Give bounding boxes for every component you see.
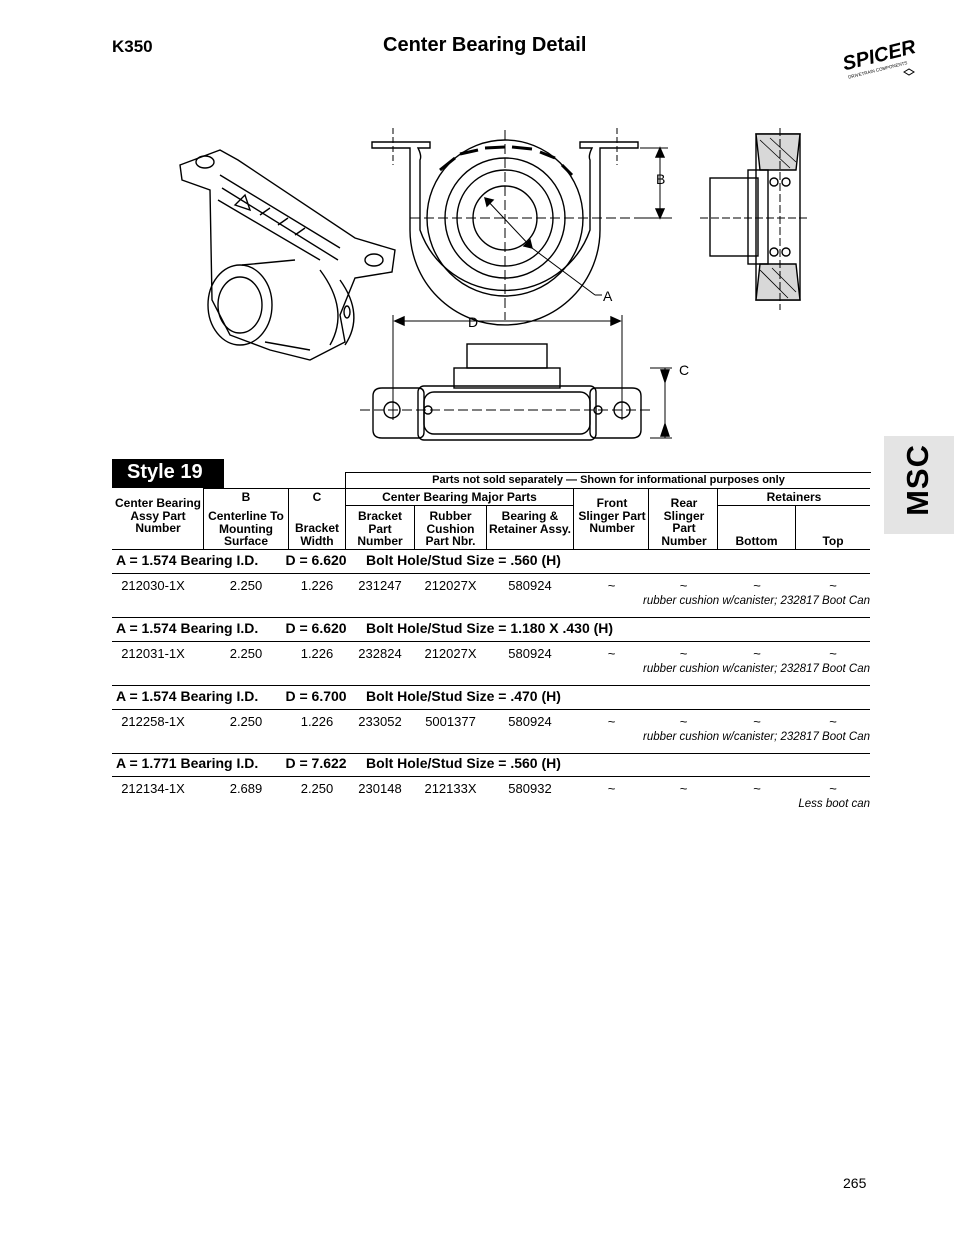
cell-bottom: ~ <box>753 714 761 729</box>
cell-bearing: 580932 <box>508 781 552 796</box>
cell-rear-slinger: ~ <box>679 714 688 729</box>
section-tab-label: MSC <box>900 444 935 516</box>
col-front-slinger: Front Slinger Part Number <box>578 496 646 535</box>
cell-bottom: ~ <box>753 781 761 796</box>
cell-bearing: 580924 <box>508 578 552 593</box>
top-view <box>360 315 672 441</box>
table-group: A = 1.574 Bearing I.D. D = 6.700 Bolt Ho… <box>112 688 870 756</box>
cell-cushion: 212027X <box>424 578 477 593</box>
col-top: Top <box>822 534 844 548</box>
cell-assy: 212030-1X <box>121 578 185 593</box>
row-note: Less boot can <box>798 798 870 810</box>
col-c-desc: Bracket Width <box>294 521 340 548</box>
center-bearing-drawing: B A D C <box>179 128 810 441</box>
dimension-c-label: C <box>679 362 689 378</box>
front-view <box>371 128 675 326</box>
dimension-a-label: A <box>603 288 613 304</box>
cell-top: ~ <box>829 781 837 796</box>
col-cushion: Rubber Cushion Part Nbr. <box>425 509 476 548</box>
cell-bracket: 232824 <box>358 646 402 661</box>
dimension-d-label: D <box>468 314 478 330</box>
col-c-letter: C <box>312 490 322 504</box>
col-bottom: Bottom <box>735 534 778 548</box>
cell-c: 2.250 <box>300 781 334 796</box>
cell-b: 2.250 <box>229 714 263 729</box>
cell-c: 1.226 <box>300 646 334 661</box>
cell-assy: 212258-1X <box>121 714 185 729</box>
cell-cushion: 5001377 <box>425 714 476 729</box>
cell-assy: 212031-1X <box>121 646 185 661</box>
cell-front-slinger: ~ <box>607 781 616 796</box>
side-view <box>700 128 810 310</box>
col-rear-slinger: Rear Slinger Part Number <box>661 496 707 548</box>
cell-front-slinger: ~ <box>607 578 616 593</box>
cell-rear-slinger: ~ <box>679 578 688 593</box>
cell-bottom: ~ <box>753 578 761 593</box>
cell-front-slinger: ~ <box>607 646 616 661</box>
row-note: rubber cushion w/canister; 232817 Boot C… <box>643 663 870 675</box>
row-note: rubber cushion w/canister; 232817 Boot C… <box>643 731 870 743</box>
group-heading: A = 1.771 Bearing I.D. D = 7.622 Bolt Ho… <box>116 755 561 771</box>
cell-top: ~ <box>829 578 837 593</box>
page-number: 265 <box>843 1175 867 1191</box>
cell-top: ~ <box>829 646 837 661</box>
table-group: A = 1.574 Bearing I.D. D = 6.620 Bolt Ho… <box>112 552 870 620</box>
cell-assy: 212134-1X <box>121 781 185 796</box>
table-group: A = 1.574 Bearing I.D. D = 6.620 Bolt Ho… <box>112 620 870 688</box>
group-heading: A = 1.574 Bearing I.D. D = 6.620 Bolt Ho… <box>116 552 561 568</box>
cell-bracket: 231247 <box>358 578 402 593</box>
cell-cushion: 212027X <box>424 646 477 661</box>
col-assy: Center Bearing Assy Part Number <box>114 496 202 535</box>
section-tab: MSC <box>884 436 954 534</box>
cell-bearing: 580924 <box>508 714 552 729</box>
catalog-code: K350 <box>112 37 153 56</box>
col-bearing: Bearing & Retainer Assy. <box>488 509 572 536</box>
style-badge: Style 19 <box>112 459 224 488</box>
col-b-letter: B <box>241 490 251 504</box>
cell-c: 1.226 <box>300 714 334 729</box>
page-title: Center Bearing Detail <box>383 34 587 56</box>
cell-bracket: 230148 <box>358 781 402 796</box>
table-group: A = 1.771 Bearing I.D. D = 7.622 Bolt Ho… <box>112 755 870 823</box>
cell-b: 2.250 <box>229 578 263 593</box>
group-heading: A = 1.574 Bearing I.D. D = 6.620 Bolt Ho… <box>116 620 614 636</box>
cell-b: 2.689 <box>229 781 263 796</box>
cell-top: ~ <box>829 714 837 729</box>
row-note: rubber cushion w/canister; 232817 Boot C… <box>643 595 870 607</box>
col-major-parts: Center Bearing Major Parts <box>382 490 537 504</box>
cell-c: 1.226 <box>300 578 334 593</box>
cell-bracket: 233052 <box>358 714 402 729</box>
cell-bearing: 580924 <box>508 646 552 661</box>
spicer-logo: SPICER DRIVETRAIN COMPONENTS <box>840 36 918 80</box>
cell-cushion: 212133X <box>424 781 477 796</box>
isometric-view <box>179 149 396 361</box>
group-heading: A = 1.574 Bearing I.D. D = 6.700 Bolt Ho… <box>116 688 561 704</box>
cell-rear-slinger: ~ <box>679 646 688 661</box>
cell-b: 2.250 <box>229 646 263 661</box>
cell-bottom: ~ <box>753 646 761 661</box>
col-bracket: Bracket Part Number <box>357 509 403 548</box>
dimension-b-label: B <box>656 171 665 187</box>
cell-rear-slinger: ~ <box>679 781 688 796</box>
cell-front-slinger: ~ <box>607 714 616 729</box>
parts-note: Parts not sold separately — Shown for in… <box>345 472 871 490</box>
col-retainers: Retainers <box>766 490 822 504</box>
col-b-desc: Centerline To Mounting Surface <box>208 509 284 548</box>
